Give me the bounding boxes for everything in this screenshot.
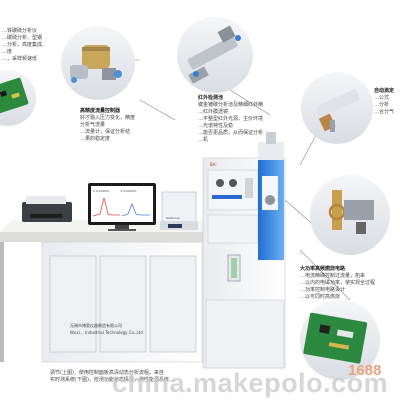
watermark: china.makepolo.com: [112, 368, 389, 398]
analyzer-base: [205, 299, 285, 369]
monitor-chart-titles: C 0.0000% S 0.0000%: [93, 188, 137, 195]
callout-line: …红外膜透镜: [198, 109, 229, 115]
callout-line: 实时测系统(下图)，检测功能状态情况，测性能源系统…: [50, 377, 174, 383]
callout-left-mid: 高精度流量控制器 好才融入压力变化，精度 分析气流量 …流量计，保证分析结 …果…: [80, 108, 135, 143]
infrared-cell-callout-image: [177, 17, 253, 93]
balance-brand-text: Sartorius: [166, 216, 180, 220]
callout-title: 高精度流量控制器: [80, 108, 121, 114]
analyzer-panel-label: BA-: [210, 161, 217, 168]
callout-center-top: 红外检测池 键金镀碳分析池及精细红外精 …红外膜透镜 …平整型红外光源，主价环境…: [198, 95, 263, 144]
callout-line: …合分气: [374, 109, 395, 115]
balance-brand: Sartorius: [166, 215, 180, 222]
valve-callout-image: [61, 26, 135, 100]
callout-line: …果的稳定度: [80, 136, 111, 142]
furnace-tower: [258, 132, 284, 260]
callout-line: …平整型红外光源，主价环境: [198, 116, 264, 122]
furnace-callout-image: [310, 175, 390, 255]
callout-line: …铁碳硫分析仪: [2, 28, 38, 34]
callout-line: …功率控制电路设计: [300, 287, 346, 293]
callout-line: 调节(上图)，使用控制面板高清动态分析流程，来自: [50, 370, 164, 376]
callout-line: …公式: [374, 95, 390, 101]
callout-line: …光谱特性及稳: [198, 123, 234, 129]
callout-title: 自动滴定: [374, 88, 395, 94]
callout-line: 键金镀碳分析池及精细红外精: [198, 102, 264, 108]
auto-titration-callout-image: [301, 72, 373, 144]
monitor: [88, 183, 156, 231]
callout-right-top: 自动滴定 …公式 …分析 …合分气: [374, 88, 394, 116]
monitor-left-title: C 0.0000%: [93, 189, 110, 193]
callout-right-bottom: 大功率高频燃烧电路 …电流精确控制过流量，拓来 …以内的电磁功率，使实现全过程 …: [300, 266, 375, 301]
callout-line: …机: [198, 137, 209, 143]
callout-top-left: …铁碳硫分析仪 …碳硫分析、型钢 …分析，高度集成、 …度 …，采样频速低: [2, 28, 47, 63]
callout-line: …分析: [374, 102, 390, 108]
callout-line: …碳硫分析、型钢: [2, 35, 43, 41]
monitor-right-title: S 0.0000%: [120, 189, 137, 193]
cabinet-label-cn: 无锡市博奥仪器制造有限公司: [70, 323, 122, 328]
callout-line: …以内的电磁功率，使实现全过程: [300, 280, 376, 286]
callout-line: …分析，高度集成、: [2, 42, 48, 48]
callout-line: …能否更品质，从而保证分析: [198, 130, 264, 136]
cabinet-label-en: Wuxi… Industrial Technology Co.,Ltd: [70, 330, 143, 335]
callout-line: …度: [2, 49, 13, 55]
callout-bottom: 调节(上图)，使用控制面板高清动态分析流程，来自 实时测系统(下图)，检测功能状…: [50, 370, 174, 384]
callout-title: 大功率高频燃烧电路: [300, 266, 346, 272]
circuit-board-callout-image: [0, 70, 36, 126]
panel-label-text: BA-: [210, 162, 217, 167]
callout-line: 好才融入压力变化，精度: [80, 115, 136, 121]
callout-title: 红外检测池: [198, 95, 224, 101]
callout-line: …，采样频速低: [2, 56, 38, 62]
balance-scale: [160, 191, 198, 230]
callout-line: 分析气流量: [80, 122, 106, 128]
callout-line: …以可同时高燃烧: [300, 294, 341, 300]
callout-line: …电流精确控制过流量，拓来: [300, 273, 366, 279]
cabinet-label: 无锡市博奥仪器制造有限公司 Wuxi… Industrial Technolog…: [70, 322, 143, 336]
lab-table: [0, 220, 215, 363]
printer: [22, 196, 72, 222]
callout-line: …流量计，保证分析结: [80, 129, 131, 135]
control-board-callout-image: [300, 300, 380, 380]
watermark-brand: 1688: [348, 362, 382, 379]
